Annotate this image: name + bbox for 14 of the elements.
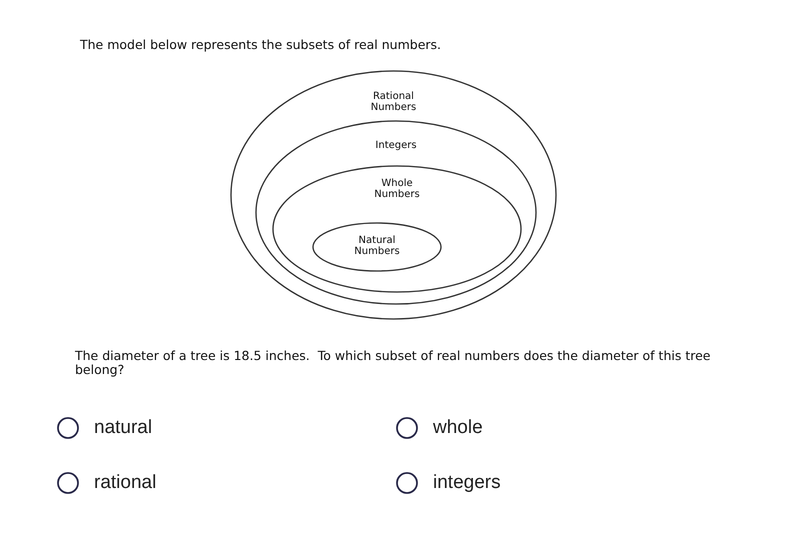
answer-option: natural — [94, 417, 152, 439]
set-ellipse — [312, 222, 442, 272]
question-heading: The model below represents the subsets of real numbers. — [80, 37, 442, 52]
set-label: Rational Numbers — [370, 91, 418, 113]
set-label: Natural Numbers — [353, 235, 401, 257]
answer-option: whole — [433, 417, 483, 439]
set-ellipse — [272, 165, 522, 293]
answer-option: integers — [433, 472, 501, 494]
question-text: The diameter of a tree is 18.5 inches. To which subset of real numbers does the diameter of this tree belong? — [75, 349, 712, 377]
set-label: Integers — [374, 140, 418, 151]
set-ellipse — [230, 70, 557, 320]
set-label: Whole Numbers — [373, 178, 421, 200]
answer-option: rational — [94, 472, 156, 494]
set-ellipse — [255, 120, 537, 305]
